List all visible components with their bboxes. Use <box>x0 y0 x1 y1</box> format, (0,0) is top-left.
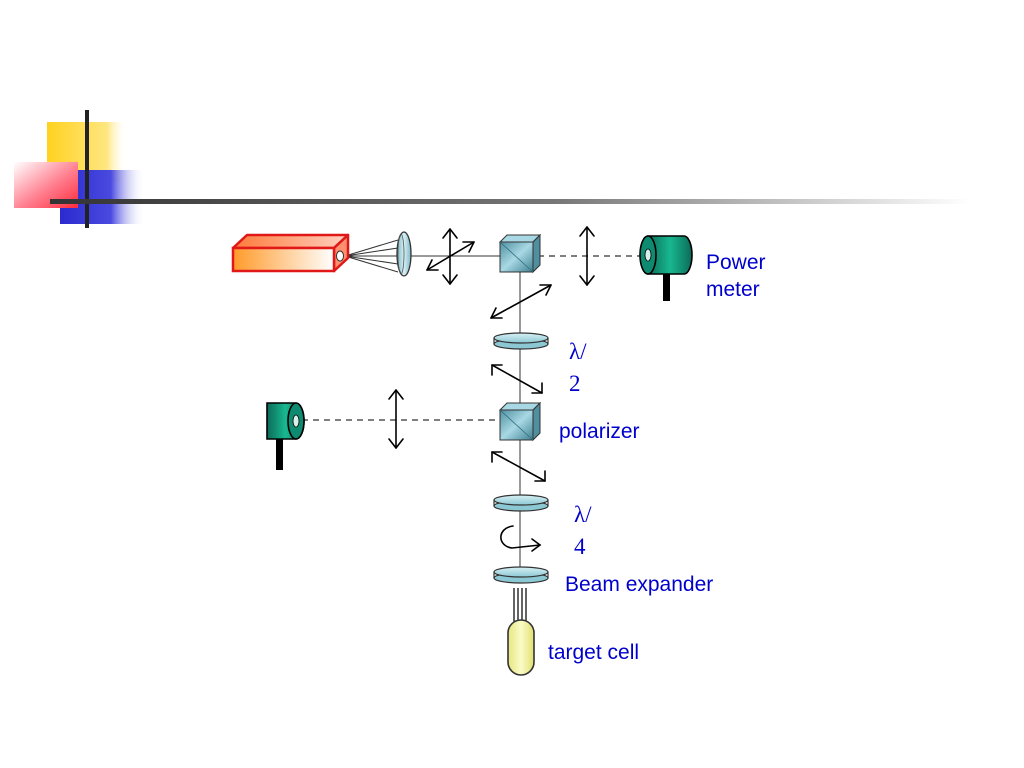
polarization-arrow-below-cube <box>490 284 552 319</box>
half-wave-plate <box>493 332 549 350</box>
focusing-lens <box>396 231 412 277</box>
laser-top-face <box>231 233 350 250</box>
polarization-arrow-diagonal <box>426 241 475 271</box>
polarization-arrows <box>388 226 595 482</box>
half-wave-label-line1: λ/ <box>569 339 587 364</box>
beam-expander-label: Beam expander <box>565 573 714 596</box>
polarization-arrow-after-half-wave <box>491 364 543 394</box>
laser-aperture <box>336 250 344 262</box>
beam-fan <box>344 255 399 265</box>
target-cell-vessel <box>507 619 535 676</box>
beam-fan <box>344 239 399 257</box>
polarizer-label: polarizer <box>559 420 640 443</box>
laser-front-face <box>231 246 336 273</box>
beam-fan <box>344 247 399 257</box>
power-meter-label: Power meter <box>706 249 766 303</box>
power-meter-label-line2: meter <box>706 278 760 301</box>
beam-fan <box>344 255 399 273</box>
half-wave-label-line2: 2 <box>569 371 581 396</box>
circular-polarization-arrow <box>500 525 542 552</box>
reference-detector <box>266 402 305 470</box>
corner-decoration <box>14 110 970 228</box>
power-meter-label-line1: Power <box>706 251 766 274</box>
deco-horizontal-rule <box>50 199 970 204</box>
power-meter-detector <box>639 235 693 301</box>
quarter-wave-label-line2: 4 <box>574 534 586 559</box>
beam-paths <box>302 239 646 575</box>
half-wave-plate-label: λ/ 2 <box>569 336 587 400</box>
expanded-beam <box>513 588 527 622</box>
target-cell-label: target cell <box>548 641 640 664</box>
quarter-wave-plate-label: λ/ 4 <box>574 499 592 563</box>
polarization-arrow-after-polarizer <box>491 451 546 482</box>
beam-splitter-cube-top <box>498 233 542 274</box>
polarization-arrow-power-path <box>579 226 595 286</box>
laser-source <box>231 233 350 273</box>
quarter-wave-plate <box>493 494 549 512</box>
polarizer-cube <box>498 401 542 442</box>
polarization-arrow-left-path <box>388 389 404 449</box>
beam-expander <box>493 566 549 584</box>
deco-vertical-bar <box>85 110 89 228</box>
quarter-wave-label-line1: λ/ <box>574 502 592 527</box>
